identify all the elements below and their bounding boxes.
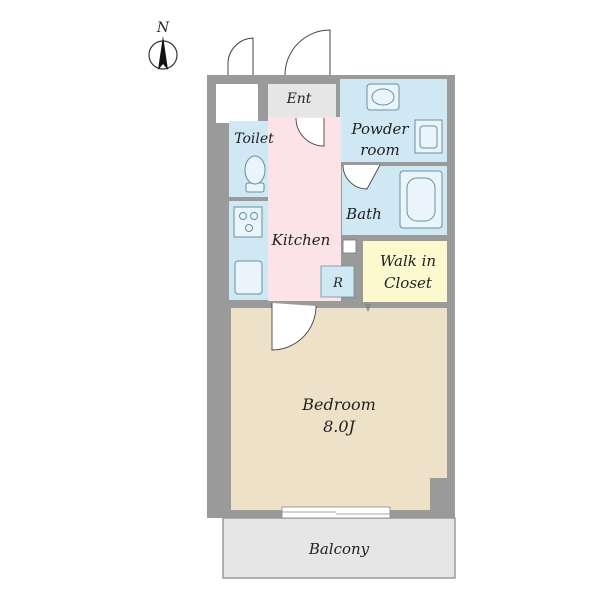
interior-doors (271, 117, 381, 351)
wall-notch (430, 478, 448, 510)
kitchen-label: Kitchen (271, 231, 331, 249)
bedroom (231, 308, 447, 510)
bedroom-label: Bedroom (301, 395, 376, 414)
sink-icon (234, 260, 263, 295)
washing-machine-icon (414, 119, 443, 154)
powder-room-label-2: room (360, 141, 399, 159)
entrance-floor (268, 84, 336, 117)
refrigerator-label: R (332, 276, 343, 291)
north-arrow-icon (148, 36, 178, 70)
walk-in-closet (363, 241, 447, 302)
bathtub-icon (399, 170, 443, 229)
exterior-doors (227, 29, 331, 76)
bedroom-size: 8.0J (323, 417, 356, 436)
washbasin-icon (366, 83, 400, 111)
entrance-label: Ent (286, 91, 312, 107)
pipe-shaft (216, 84, 258, 123)
stove-icon (233, 206, 263, 238)
window-sash (281, 506, 391, 519)
compass: N (148, 20, 178, 70)
closet-label-2: Closet (384, 274, 433, 292)
powder-room-label-1: Powder (350, 120, 409, 138)
closet-label-1: Walk in (380, 252, 436, 270)
balcony (222, 517, 456, 579)
pipe-box (342, 239, 357, 254)
toilet-icon (244, 155, 266, 193)
bath-label: Bath (345, 205, 382, 223)
compass-label: N (156, 20, 170, 36)
balcony-label: Balcony (308, 540, 370, 558)
refrigerator-space (320, 265, 355, 298)
toilet-label: Toilet (234, 131, 274, 147)
